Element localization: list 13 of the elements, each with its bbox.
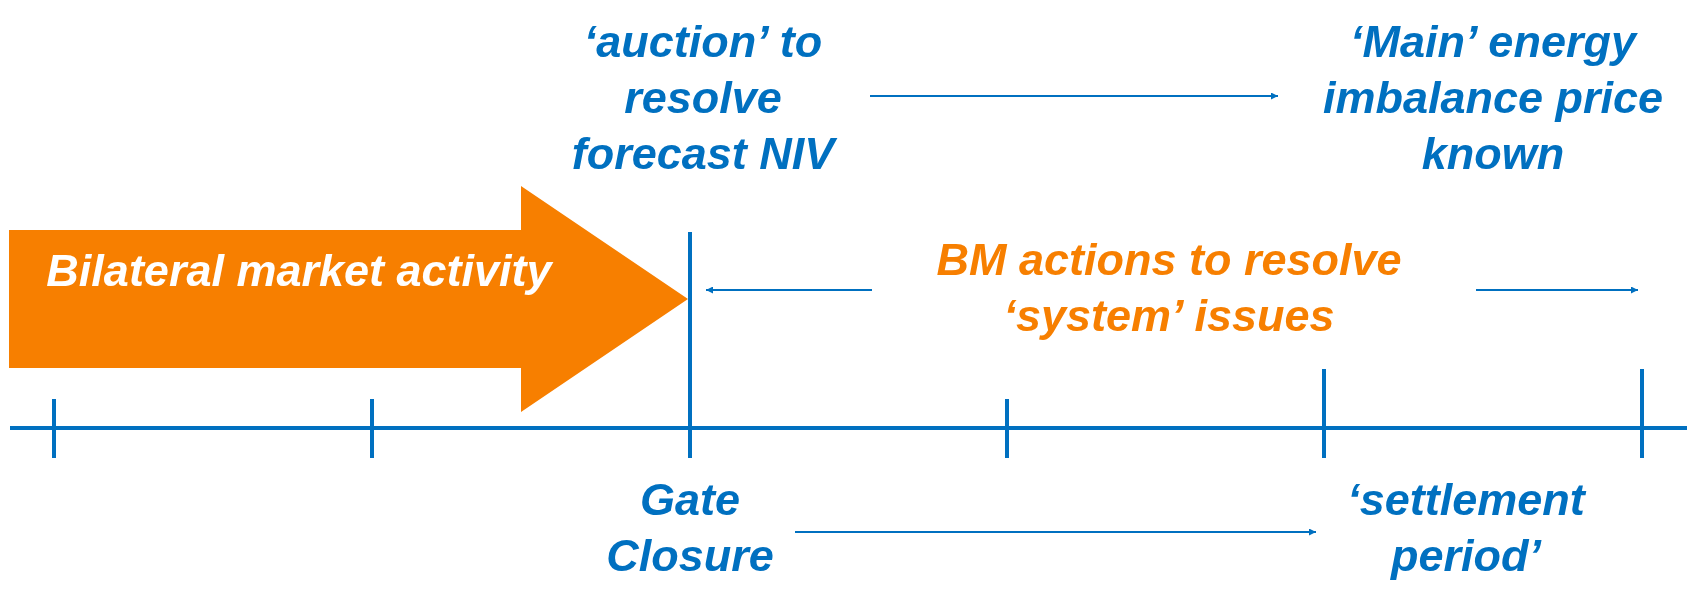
gate-closure-marker — [688, 232, 692, 458]
event-label: ‘settlement period’ — [1346, 473, 1588, 583]
arrow-label: Bilateral market activity — [45, 244, 554, 298]
arrow — [705, 286, 873, 294]
event-label: ‘Main’ energy imbalance price known — [1321, 15, 1665, 181]
arrow — [794, 528, 1317, 536]
event-label: ‘auction’ to resolve forecast NIV — [570, 15, 838, 181]
arrow — [869, 92, 1279, 100]
event-label: Gate Closure — [605, 473, 775, 583]
arrow — [1475, 286, 1639, 294]
process-arrow — [9, 186, 688, 412]
event-label: BM actions to resolve ‘system’ issues — [935, 233, 1403, 343]
period-end-marker — [1640, 369, 1644, 458]
